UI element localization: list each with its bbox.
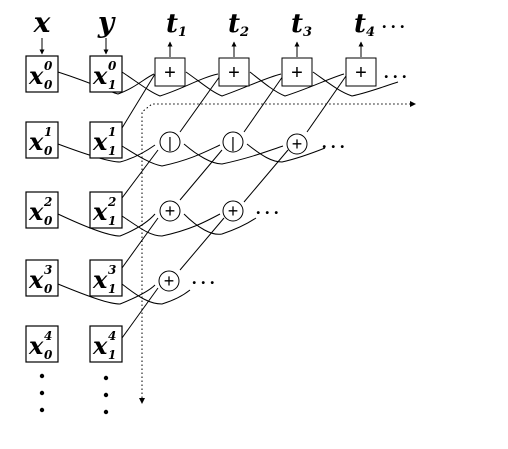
svg-text:+: + <box>228 62 240 84</box>
svg-text:0: 0 <box>44 144 53 158</box>
svg-text:|: | <box>168 135 172 152</box>
svg-text:t2: t2 <box>228 9 249 40</box>
adder-box-3: + <box>281 57 313 87</box>
svg-text:+: + <box>291 62 303 84</box>
connections <box>57 71 399 339</box>
svg-text:x: x <box>28 127 44 156</box>
row-3-ellipsis: . . . <box>192 268 215 288</box>
svg-text:4: 4 <box>108 329 116 343</box>
svg-text:x: x <box>92 331 108 360</box>
svg-text:1: 1 <box>108 125 116 139</box>
cell-x2-0: x 2 0 <box>25 191 59 229</box>
svg-text:x: x <box>28 331 44 360</box>
column-1-vertical-ellipsis <box>103 375 109 415</box>
svg-text:1: 1 <box>108 214 116 228</box>
svg-text:t3: t3 <box>291 9 312 40</box>
svg-text:1: 1 <box>44 125 52 139</box>
cell-x1-0: x 1 0 <box>25 121 59 159</box>
dotted-horizontal-guide <box>141 103 410 402</box>
cell-x0-1: x 0 1 <box>89 55 123 93</box>
svg-text:x: x <box>28 197 44 226</box>
row-2-ellipsis: . . . <box>256 198 279 218</box>
adder-circle-2-2: + <box>222 200 244 222</box>
svg-text:x: x <box>92 61 108 90</box>
cell-x4-0: x 4 0 <box>25 325 59 363</box>
cell-x1-1: x 1 1 <box>89 121 123 159</box>
svg-text:+: + <box>292 134 303 154</box>
svg-text:+: + <box>164 62 176 84</box>
svg-text:+: + <box>355 62 367 84</box>
dotted-guide-arrowhead-right <box>410 101 416 107</box>
adder-box-2: + <box>218 57 250 87</box>
svg-text:1: 1 <box>108 144 116 158</box>
output-t3: t3 <box>291 9 312 40</box>
adder-box-1: + <box>154 57 186 87</box>
svg-text:t1: t1 <box>166 9 187 40</box>
column-0-vertical-ellipsis <box>39 373 45 413</box>
svg-text:1: 1 <box>108 348 116 362</box>
cell-x3-1: x 3 1 <box>89 259 123 297</box>
input-x-label: x <box>33 6 51 39</box>
adder-box-4: + <box>345 57 377 87</box>
svg-text:t4: t4 <box>354 9 375 40</box>
subtractor-circle-1-1: | <box>159 131 181 153</box>
cell-x3-0: x 3 0 <box>25 259 59 297</box>
adder-circle-2-1: + <box>159 200 181 222</box>
output-t4: t4 <box>354 9 375 40</box>
svg-text:|: | <box>231 135 235 152</box>
svg-text:+: + <box>228 201 239 221</box>
svg-text:0: 0 <box>44 59 53 73</box>
svg-text:0: 0 <box>44 348 53 362</box>
svg-text:+: + <box>164 271 175 291</box>
subtractor-circle-1-2: | <box>222 131 244 153</box>
svg-text:+: + <box>165 201 176 221</box>
input-y-label: y <box>97 6 116 39</box>
svg-text:x: x <box>92 127 108 156</box>
svg-text:x: x <box>28 265 44 294</box>
svg-text:1: 1 <box>108 282 116 296</box>
row-1-ellipsis: . . . <box>322 132 345 152</box>
output-t2: t2 <box>228 9 249 40</box>
svg-text:x: x <box>92 197 108 226</box>
cell-x4-1: x 4 1 <box>89 325 123 363</box>
svg-text:2: 2 <box>107 195 116 209</box>
svg-text:0: 0 <box>44 214 53 228</box>
cell-x0-0: x 0 0 <box>25 55 59 93</box>
svg-text:3: 3 <box>44 263 52 277</box>
output-t1: t1 <box>166 9 187 40</box>
svg-text:0: 0 <box>44 78 53 92</box>
svg-text:x: x <box>28 61 44 90</box>
row-0-ellipsis: . . . <box>384 62 407 82</box>
svg-text:1: 1 <box>108 78 116 92</box>
adder-circle-1-3: + <box>286 133 308 155</box>
svg-text:4: 4 <box>44 329 52 343</box>
adder-circle-3-1: + <box>158 270 180 292</box>
cell-x2-1: x 2 1 <box>89 191 123 229</box>
svg-text:2: 2 <box>43 195 52 209</box>
svg-text:x: x <box>92 265 108 294</box>
output-ellipsis: . . . <box>382 12 405 32</box>
svg-text:0: 0 <box>108 59 117 73</box>
svg-text:0: 0 <box>44 282 53 296</box>
dotted-guide-arrowhead-down <box>139 398 145 404</box>
svg-text:3: 3 <box>108 263 116 277</box>
